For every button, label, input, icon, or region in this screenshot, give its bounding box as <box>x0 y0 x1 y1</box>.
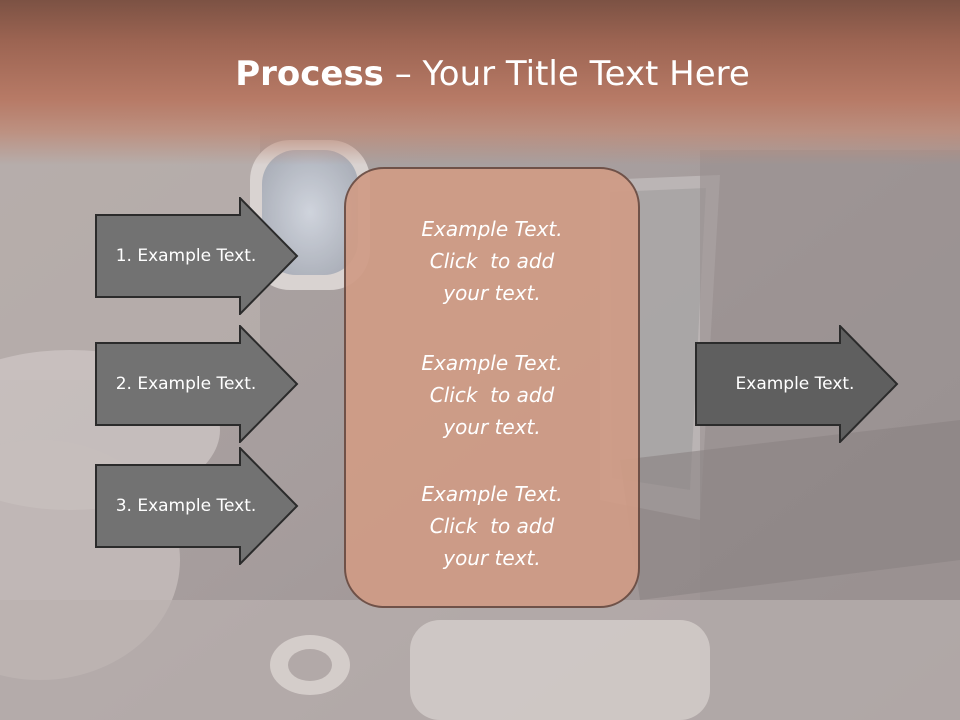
arrow-shape-icon <box>695 325 899 443</box>
center-line: Click to add <box>429 514 555 538</box>
arrow-label: 3. Example Text. <box>115 496 257 516</box>
arrow-shape-icon <box>95 325 299 443</box>
center-text-box[interactable] <box>344 167 640 608</box>
center-line: Example Text. <box>421 351 563 375</box>
title-bold: Process <box>235 54 384 94</box>
title-rest: – Your Title Text Here <box>383 54 750 94</box>
center-line: Click to add <box>429 249 555 273</box>
center-line: your text. <box>443 546 541 570</box>
center-block-1: Example Text. Click to add your text. <box>344 213 640 309</box>
arrow-label: Example Text. <box>735 374 855 394</box>
right-arrow[interactable]: Example Text. <box>695 325 899 443</box>
center-block-3: Example Text. Click to add your text. <box>344 478 640 574</box>
center-block-2: Example Text. Click to add your text. <box>344 347 640 443</box>
center-line: Example Text. <box>421 217 563 241</box>
center-line: Example Text. <box>421 482 563 506</box>
slide-title[interactable]: Process – Your Title Text Here <box>0 52 960 96</box>
arrow-shape-icon <box>95 447 299 565</box>
arrow-label: 2. Example Text. <box>115 374 257 394</box>
left-arrow-3[interactable]: 3. Example Text. <box>95 447 299 565</box>
left-arrow-2[interactable]: 2. Example Text. <box>95 325 299 443</box>
arrow-label: 1. Example Text. <box>115 246 257 266</box>
left-arrow-1[interactable]: 1. Example Text. <box>95 197 299 315</box>
title-band <box>0 0 960 165</box>
center-line: your text. <box>443 281 541 305</box>
center-line: Click to add <box>429 383 555 407</box>
center-line: your text. <box>443 415 541 439</box>
arrow-shape-icon <box>95 197 299 315</box>
